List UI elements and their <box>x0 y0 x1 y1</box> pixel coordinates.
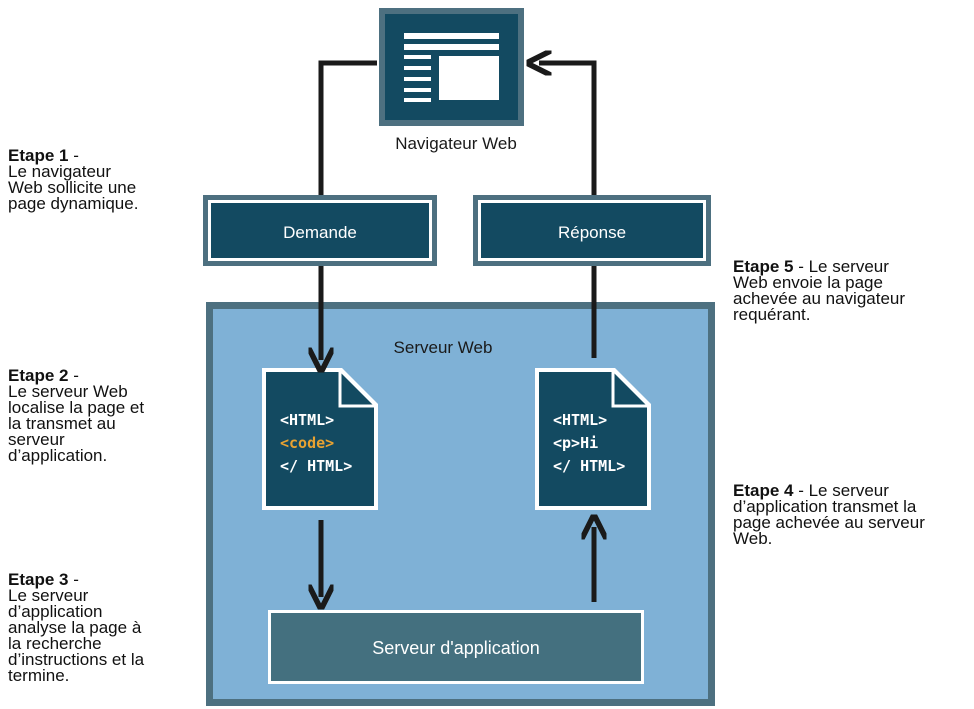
doc-left-line1: <HTML> <box>280 411 334 429</box>
step-3-line: Le serveur <box>8 586 89 605</box>
step-3-line: d’application <box>8 602 103 621</box>
step-4-line: d’application transmet la <box>733 497 917 516</box>
response-label: Réponse <box>558 223 626 242</box>
document-left: <HTML> <code> </ HTML> <box>262 368 378 510</box>
step-3-title: Etape 3 <box>8 570 69 589</box>
request-box: Demande <box>203 195 437 266</box>
step-2-sep: - <box>68 366 79 385</box>
step-3-line: d’instructions et la <box>8 650 145 669</box>
step-4-title: Etape 4 <box>733 481 794 500</box>
step-2-line: d’application. <box>8 446 108 465</box>
app-server-box: Serveur d'application <box>268 610 644 684</box>
browser-icon <box>379 8 524 126</box>
step-5-line: achevée au navigateur <box>733 289 906 308</box>
step-2-title: Etape 2 <box>8 366 69 385</box>
step-3-sep: - <box>68 570 79 589</box>
response-to-browser-arrow <box>539 63 597 195</box>
step-5-line: requérant. <box>733 305 811 324</box>
response-box: Réponse <box>473 195 711 266</box>
step-5-title: Etape 5 <box>733 257 794 276</box>
step-3-line: termine. <box>8 666 70 685</box>
step-1-line: Le navigateur <box>8 162 112 181</box>
step-1-title: Etape 1 <box>8 146 69 165</box>
document-right: <HTML> <p>Hi </ HTML> <box>535 368 651 510</box>
step-5-line: Web envoie la page <box>733 273 883 292</box>
step-1-annotation: Etape 1 - Le navigateur Web sollicite un… <box>8 146 198 213</box>
step-4-line: page achevée au serveur <box>733 513 925 532</box>
step-4-line: Web. <box>733 529 773 548</box>
step-1-line: Web sollicite une <box>8 178 137 197</box>
step-2-annotation: Etape 2 - Le serveur Web localise la pag… <box>8 366 198 465</box>
app-server-label: Serveur d'application <box>372 638 540 658</box>
step-2-line: Le serveur Web <box>8 382 128 401</box>
web-server-label: Serveur Web <box>394 338 493 357</box>
step-3-line: analyse la page à <box>8 618 142 637</box>
browser-label: Navigateur Web <box>395 134 517 153</box>
step-3-line: la recherche <box>8 634 102 653</box>
step-1-sep: - <box>68 146 79 165</box>
doc-right-line2: <p>Hi <box>553 434 598 452</box>
step-4-sep: - Le serveur <box>793 481 889 500</box>
step-2-line: la transmet au <box>8 414 116 433</box>
doc-right-line1: <HTML> <box>553 411 607 429</box>
request-label: Demande <box>283 223 357 242</box>
step-5-annotation: Etape 5 - Le serveur Web envoie la page … <box>733 257 969 324</box>
step-4-annotation: Etape 4 - Le serveur d’application trans… <box>733 481 971 548</box>
doc-left-line2: <code> <box>280 434 334 452</box>
browser-to-request-connector <box>318 60 377 195</box>
doc-right-line3: </ HTML> <box>553 457 625 475</box>
step-2-line: serveur <box>8 430 65 449</box>
step-3-annotation: Etape 3 - Le serveur d’application analy… <box>8 570 198 685</box>
doc-left-line3: </ HTML> <box>280 457 352 475</box>
step-1-line: page dynamique. <box>8 194 139 213</box>
step-5-sep: - Le serveur <box>793 257 889 276</box>
step-2-line: localise la page et <box>8 398 145 417</box>
